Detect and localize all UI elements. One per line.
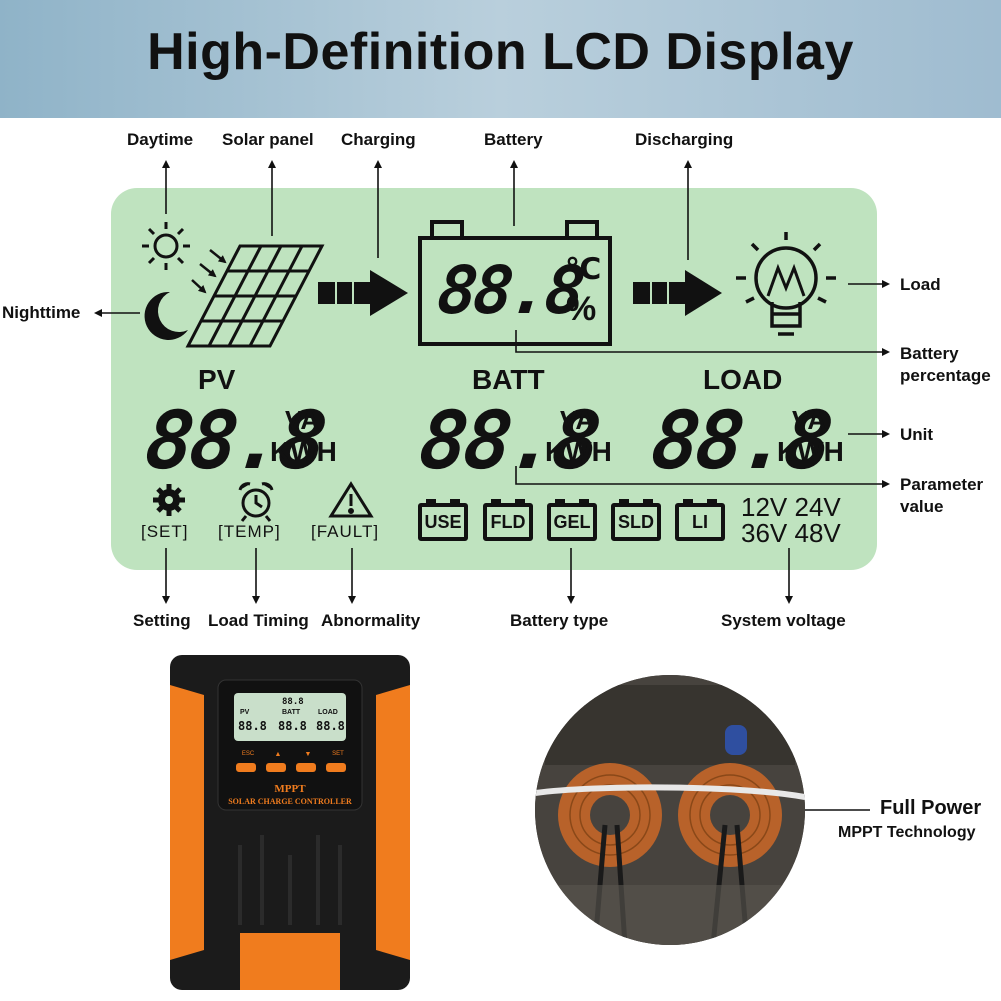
down-button[interactable]: ▼: [304, 751, 312, 758]
battery-icon: [418, 220, 612, 346]
callout-daytime: Daytime: [127, 130, 194, 149]
callout-system-voltage: System voltage: [721, 611, 846, 630]
callout-parameter-value-2: value: [900, 497, 944, 516]
callout-unit: Unit: [900, 425, 934, 444]
callout-battery-type: Battery type: [510, 611, 609, 630]
load-label: LOAD: [703, 364, 783, 395]
page-title: High-Definition LCD Display: [147, 23, 854, 81]
feature-line2: MPPT Technology: [838, 824, 976, 841]
callout-solar-panel: Solar panel: [222, 130, 314, 149]
discharging-arrow-icon: [633, 270, 722, 316]
callout-battery-percentage-1: Battery: [900, 344, 959, 363]
load-unit-kwh: KWH: [777, 436, 844, 467]
pv-unit-kwh: KWH: [270, 436, 337, 467]
battery-type-li: LI: [675, 499, 725, 541]
callout-load: Load: [900, 275, 941, 294]
alarm-clock-icon: [238, 482, 274, 522]
mini-batt-digits: 88.8: [278, 719, 307, 733]
battery-type-sld: SLD: [611, 499, 661, 541]
callout-load-timing: Load Timing: [208, 611, 309, 630]
warning-icon: [328, 481, 374, 518]
device-brand: MPPT: [274, 783, 306, 795]
light-bulb-icon: [736, 232, 836, 336]
load-unit-va: VA: [792, 405, 827, 435]
batt-label: BATT: [472, 364, 545, 395]
device-subtitle: SOLAR CHARGE CONTROLLER: [228, 797, 352, 806]
charge-controller-device: PV BATT LOAD 88.8 88.8 88.8 88.8 ESC ▲ ▼…: [170, 655, 410, 990]
mini-batt-label: BATT: [282, 709, 301, 716]
temp-label: [TEMP]: [218, 522, 281, 541]
callout-discharging: Discharging: [635, 130, 734, 149]
system-voltage-row2: 36V 48V: [741, 518, 841, 548]
feature-line1: Full Power: [880, 797, 982, 819]
battery-digits: 88.8: [433, 252, 585, 329]
set-button[interactable]: SET: [332, 751, 344, 757]
solar-panel-icon: [185, 244, 325, 348]
mini-battery-digits: 88.8: [282, 697, 304, 707]
callout-setting: Setting: [133, 611, 191, 630]
callout-battery: Battery: [484, 130, 543, 149]
pv-label: PV: [198, 364, 236, 395]
sunray-arrows-icon: [191, 249, 227, 294]
mini-load-label: LOAD: [318, 709, 338, 716]
pcb-graphic: [535, 675, 805, 945]
percent-symbol: %: [566, 290, 597, 328]
sun-icon: [142, 222, 190, 270]
up-button[interactable]: ▲: [274, 751, 282, 758]
moon-icon: [144, 291, 188, 340]
header-banner: High-Definition LCD Display: [0, 0, 1001, 118]
callout-battery-percentage-2: percentage: [900, 366, 991, 385]
pcb-closeup-image: [535, 675, 805, 945]
gear-icon: [153, 484, 185, 516]
battery-type-fld: FLD: [483, 499, 533, 541]
charging-arrow-icon: [318, 270, 408, 316]
mini-pv-label: PV: [240, 709, 250, 716]
system-voltage-row1: 12V 24V: [741, 492, 841, 522]
esc-button[interactable]: ESC: [241, 751, 255, 757]
callout-abnormality: Abnormality: [321, 611, 421, 630]
fault-label: [FAULT]: [311, 522, 380, 541]
set-label: [SET]: [141, 522, 189, 541]
pv-unit-va: VA: [285, 405, 320, 435]
mini-load-digits: 88.8: [316, 719, 345, 733]
callout-parameter-value-1: Parameter: [900, 475, 984, 494]
callout-arrows: [94, 160, 890, 811]
callout-nighttime: Nighttime: [2, 303, 81, 322]
battery-type-use: USE: [418, 499, 468, 541]
batt-unit-va: VA: [560, 405, 595, 435]
callout-charging: Charging: [341, 130, 416, 149]
device-graphic: [170, 655, 410, 990]
batt-unit-kwh: KWH: [545, 436, 612, 467]
celsius-symbol: ℃: [565, 253, 602, 286]
battery-type-gel: GEL: [547, 499, 597, 541]
mini-pv-digits: 88.8: [238, 719, 267, 733]
